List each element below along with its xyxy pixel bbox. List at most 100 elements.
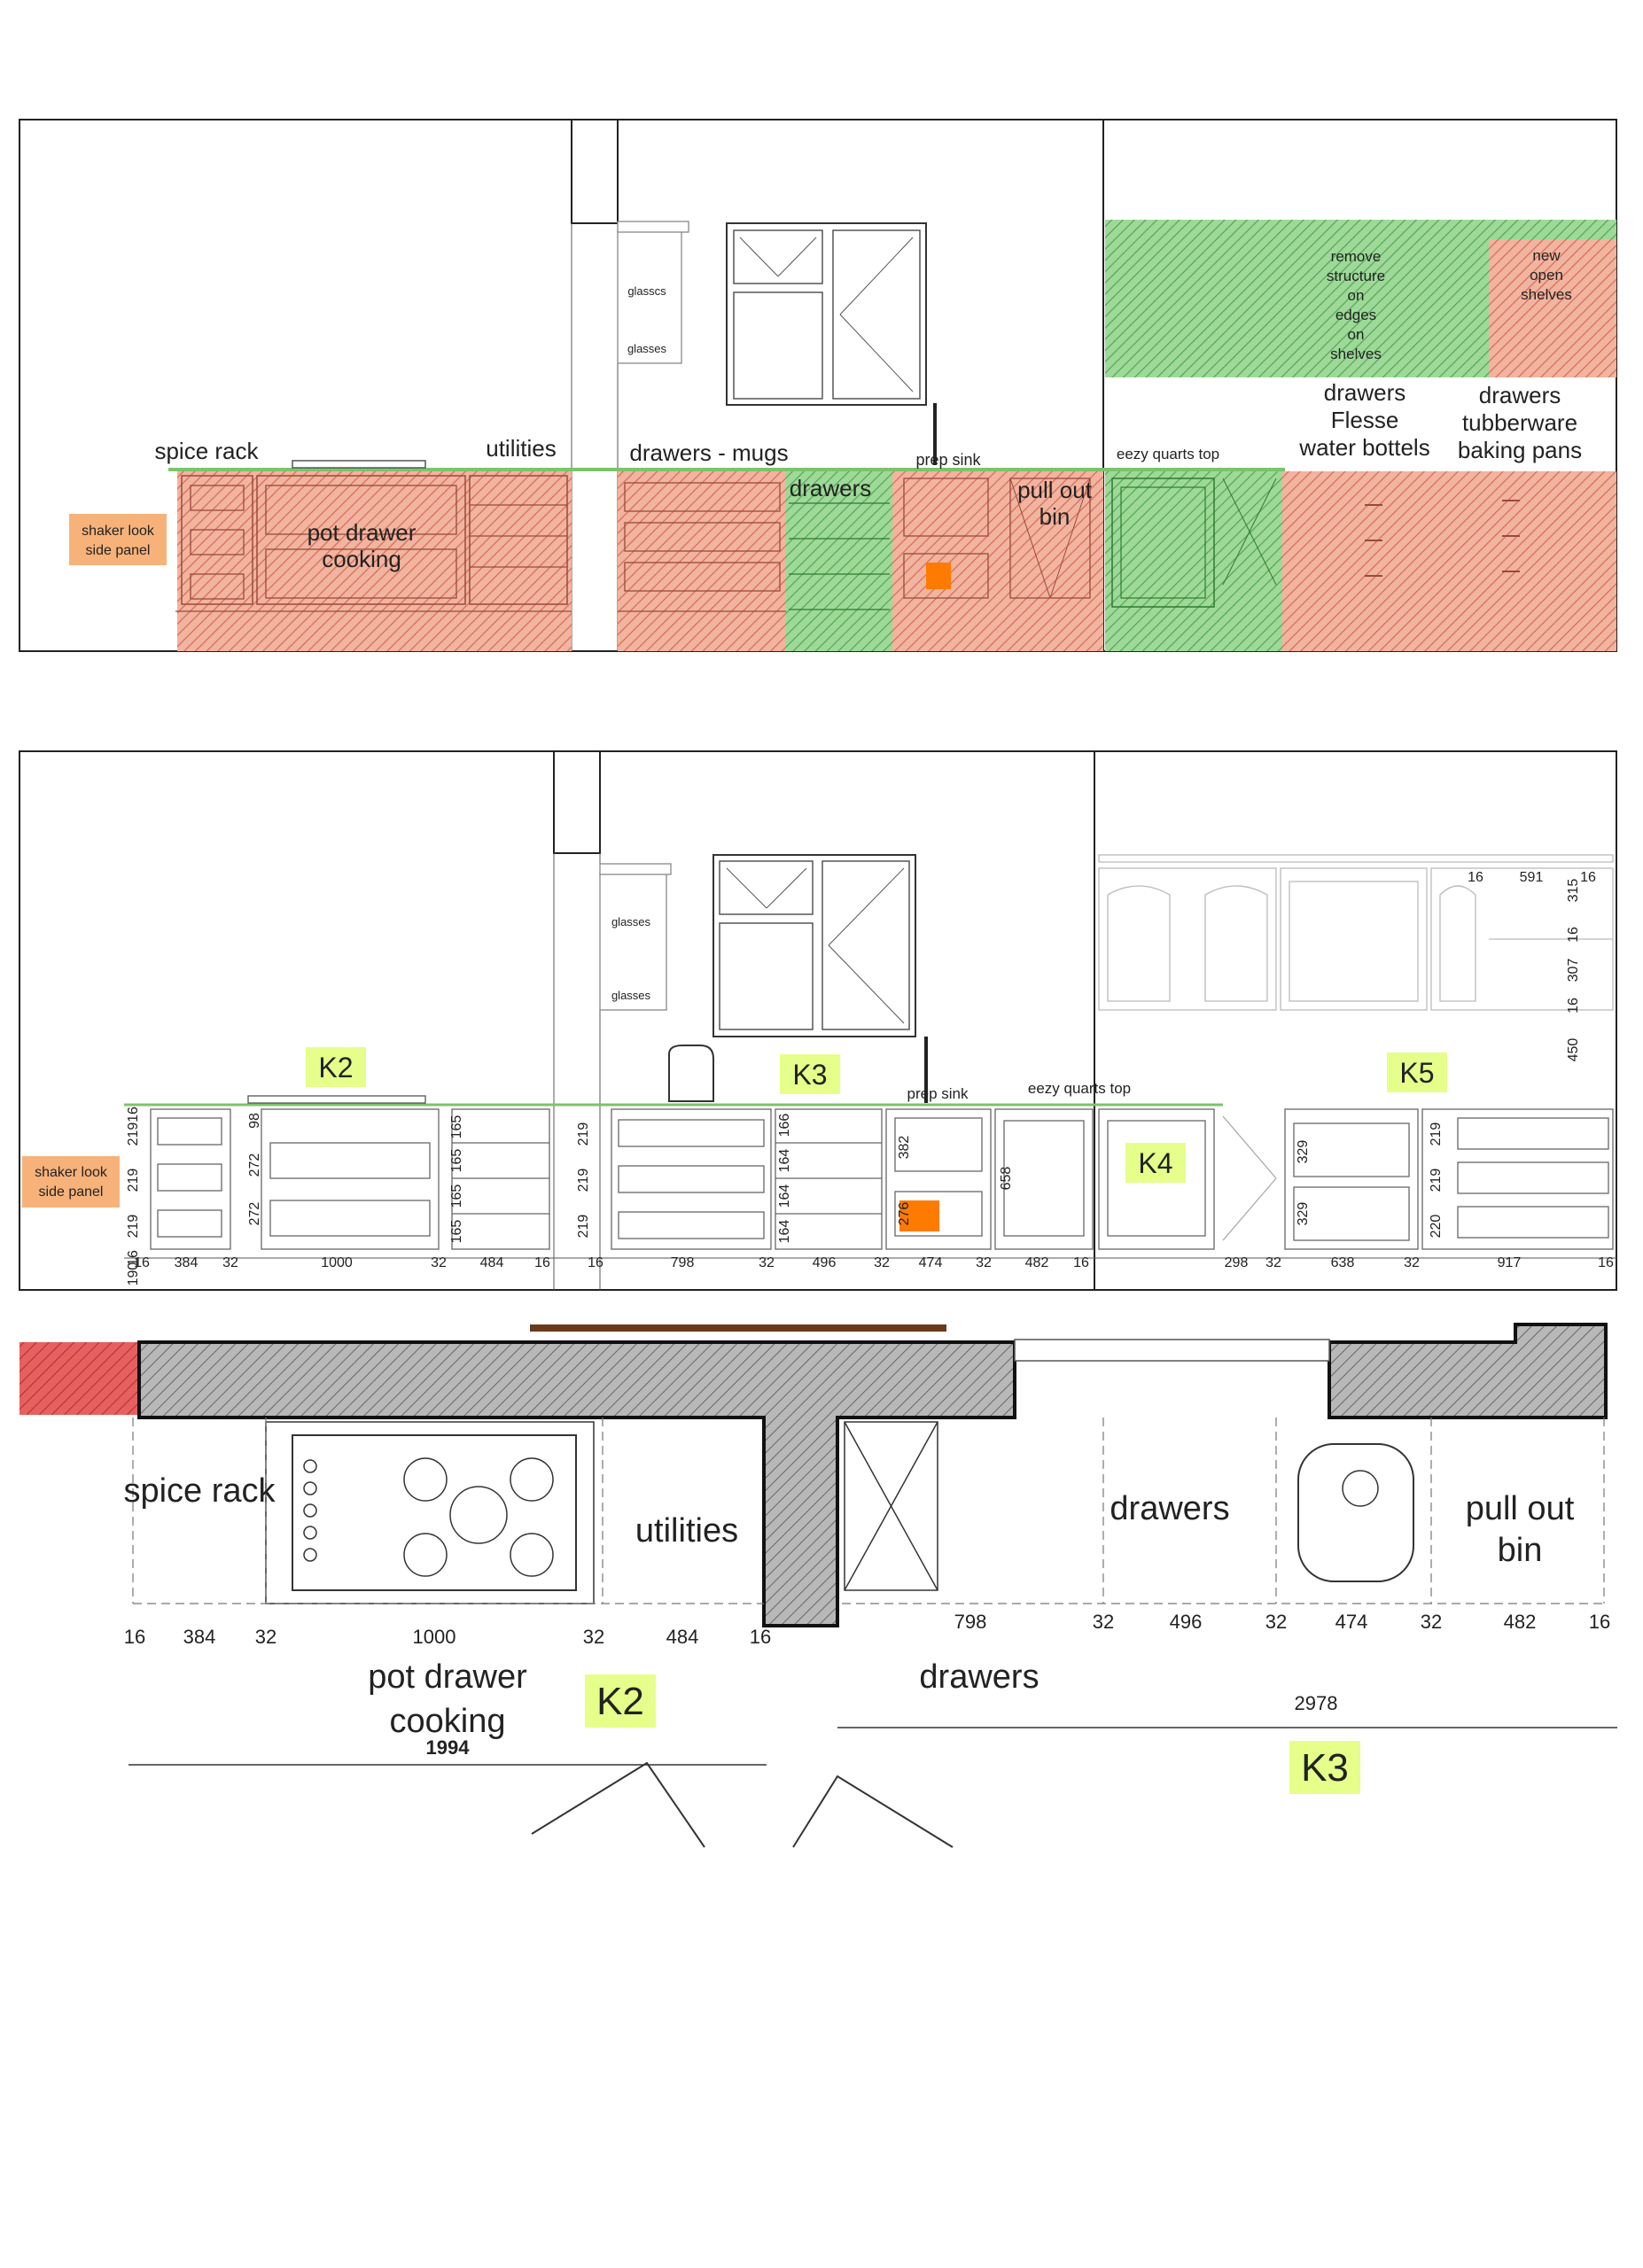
bottom-dim-9: 32 — [759, 1255, 775, 1270]
vdim-f: 658 — [999, 1167, 1014, 1191]
plan-dim-right-0: 798 — [954, 1611, 987, 1633]
window-2 — [712, 854, 916, 1037]
remove-line-1: remove — [1331, 248, 1382, 265]
new-line-3: shelves — [1521, 286, 1572, 303]
chimney-column — [571, 119, 619, 224]
e2-glasses-top: glasses — [611, 915, 651, 928]
bottom-dim-13: 32 — [976, 1255, 992, 1270]
plan-dim-right-2: 496 — [1170, 1611, 1203, 1633]
bottom-dim-6: 16 — [534, 1255, 550, 1270]
elevation-2: K2 K3 K4 K5 shaker look side panel glass… — [19, 750, 1617, 1291]
left-vdim-1: 219 — [126, 1122, 141, 1146]
plan-cooking: cooking — [390, 1703, 506, 1740]
green-drawer-column — [786, 471, 892, 651]
window — [726, 222, 927, 406]
floor-plan: spice rack utilities drawers pull out bi… — [19, 1323, 1617, 1848]
label-bin: bin — [1040, 503, 1071, 530]
new-shelves-text: new open shelves — [1521, 247, 1572, 303]
vdim-b-3: 165 — [449, 1220, 464, 1244]
e2-eezy-quarts-top: eezy quarts top — [1028, 1080, 1131, 1097]
bottom-dim-18: 638 — [1331, 1255, 1355, 1270]
remove-line-4: edges — [1335, 307, 1376, 323]
shelf-vdim-3: 16 — [1566, 998, 1581, 1014]
side-panel-label-line2: side panel — [86, 543, 151, 558]
elevation-2-frame — [19, 750, 1617, 1291]
tubber-line-1: drawers — [1479, 382, 1561, 408]
upper-cabinets-k5 — [1098, 854, 1614, 1011]
kettle-icon — [668, 1045, 714, 1102]
bottom-dim-4: 32 — [431, 1255, 447, 1270]
vdim-d-0: 166 — [777, 1114, 792, 1138]
bottom-dim-16: 298 — [1225, 1255, 1249, 1270]
label-spice-rack: spice rack — [154, 438, 259, 464]
vdim-a-2: 272 — [247, 1202, 262, 1226]
flesse-line-1: drawers — [1324, 379, 1406, 406]
plan-dim-left-3: 1000 — [413, 1626, 456, 1648]
plan-wall-right — [1328, 1323, 1608, 1419]
left-vdim-4: 16 — [126, 1250, 141, 1266]
plan-drawers-bottom: drawers — [919, 1658, 1039, 1696]
plan-window-sill — [1014, 1339, 1330, 1362]
vdim-c-1: 219 — [576, 1169, 591, 1192]
remove-line-3: on — [1348, 287, 1365, 304]
plan-bin: bin — [1498, 1532, 1543, 1569]
shelf-top-dim-1: 591 — [1520, 870, 1544, 885]
orange-marker-2 — [899, 1200, 939, 1231]
plan-pot-drawer: pot drawer — [368, 1658, 527, 1696]
label-glasses-bottom: glasses — [627, 342, 667, 355]
plan-dim-left-6: 16 — [750, 1626, 771, 1648]
cooktop — [292, 460, 426, 469]
bottom-dim-0: 16 — [134, 1255, 150, 1270]
vdim-b-0: 165 — [449, 1115, 464, 1139]
bottom-dim-10: 496 — [813, 1255, 837, 1270]
vdim-b-1: 165 — [449, 1149, 464, 1173]
vdim-b-2: 165 — [449, 1184, 464, 1208]
label-drawers-green: drawers — [790, 475, 871, 501]
plan-k2-label: K2 — [596, 1680, 644, 1723]
side-panel-label-line1: shaker look — [82, 524, 155, 539]
flesse-line-3: water bottels — [1298, 434, 1429, 461]
side-panel-label-box — [69, 514, 167, 565]
e2-glasses-bottom: glasses — [611, 989, 651, 1002]
k5-label: K5 — [1399, 1057, 1434, 1089]
shelf-top-dim-0: 16 — [1468, 870, 1483, 885]
plan-dim-right-3: 32 — [1265, 1611, 1287, 1633]
flesse-line-2: Flesse — [1331, 407, 1399, 433]
vertical-dimensions: 1621921921916190982722721651651651652192… — [126, 870, 1596, 1285]
vdim-a-1: 272 — [247, 1153, 262, 1177]
plan-shelf-strip — [530, 1324, 946, 1332]
plan-spice-rack: spice rack — [123, 1472, 276, 1510]
tubber-line-2: tubberware — [1462, 409, 1577, 436]
bottom-dim-21: 16 — [1598, 1255, 1614, 1270]
plan-drawers-top: drawers — [1110, 1490, 1229, 1527]
bottom-dim-20: 917 — [1498, 1255, 1522, 1270]
left-vdim-2: 219 — [126, 1169, 141, 1192]
bottom-dim-15: 16 — [1073, 1255, 1089, 1270]
vdim-h-2: 220 — [1429, 1215, 1444, 1239]
bottom-dim-19: 32 — [1404, 1255, 1420, 1270]
bottom-dim-7: 16 — [588, 1255, 603, 1270]
plan-total-right: 2978 — [1295, 1692, 1338, 1714]
left-vdim-0: 16 — [126, 1107, 141, 1122]
plan-pull-out: pull out — [1466, 1490, 1575, 1527]
bottom-dim-14: 482 — [1025, 1255, 1049, 1270]
plan-k3-label: K3 — [1301, 1746, 1349, 1790]
bottom-dim-2: 32 — [222, 1255, 238, 1270]
vdim-d-3: 164 — [777, 1220, 792, 1244]
label-glasses-top: glasscs — [627, 284, 666, 298]
plan-dim-left-5: 484 — [666, 1626, 699, 1648]
remove-structure-text: remove structure on edges on shelves — [1327, 248, 1385, 362]
bottom-dim-1: 384 — [175, 1255, 199, 1270]
label-utilities: utilities — [486, 435, 556, 462]
vdim-a-0: 98 — [247, 1113, 262, 1129]
label-eezy-quarts-top: eezy quarts top — [1117, 446, 1219, 462]
vdim-g-0: 329 — [1296, 1140, 1311, 1164]
door-swing-right — [792, 1775, 954, 1848]
bottom-dim-12: 474 — [919, 1255, 943, 1270]
orange-marker — [926, 563, 951, 589]
e2-prep-sink: prep sink — [907, 1085, 969, 1102]
vdim-h-0: 219 — [1429, 1122, 1444, 1146]
remove-line-2: structure — [1327, 268, 1385, 284]
bottom-dim-11: 32 — [874, 1255, 890, 1270]
